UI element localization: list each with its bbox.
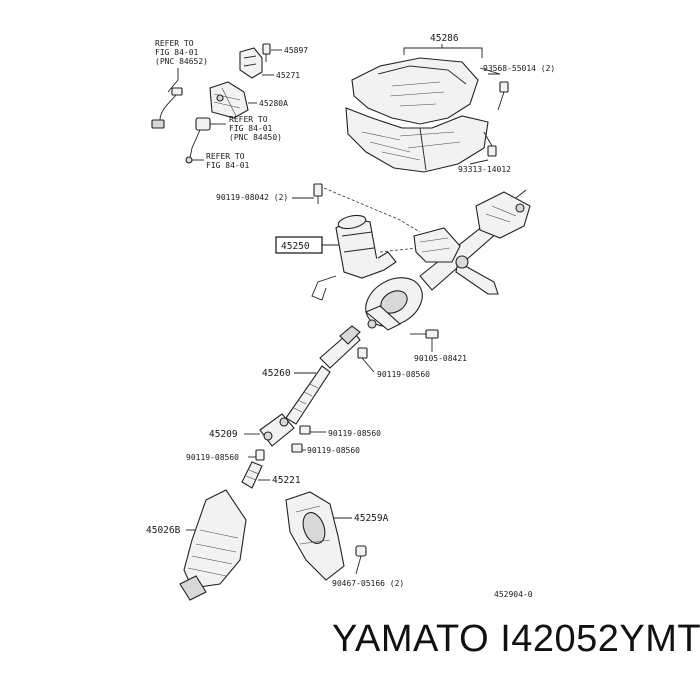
ref-note-2: REFER TO FIG 84-01 (PNC 84450)	[229, 115, 282, 142]
label-45897: 45897	[284, 46, 308, 55]
motor-45250: 45250	[275, 214, 397, 301]
guide-line	[323, 187, 421, 233]
bolt-90119-08042: 90119-08042 (2)	[216, 183, 323, 204]
ref-note-1: REFER TO FIG 84-01 (PNC 84652)	[155, 39, 208, 66]
boot-45026b: 45026B	[146, 489, 247, 601]
label-45259a: 45259A	[354, 513, 389, 524]
brand-part-caption: YAMATO I42052YMT	[332, 618, 700, 660]
spline-45221: 45221	[241, 461, 301, 489]
screw-93313: 93313-14012	[458, 131, 511, 174]
bolt-90105: 90105-08421	[410, 329, 467, 363]
ref-note-1-line-1: REFER TO	[155, 39, 194, 48]
clip-90467: 90467-05166 (2)	[332, 545, 404, 588]
label-90467: 90467-05166 (2)	[332, 579, 404, 588]
ref-note-3-line-2: FIG 84-01	[206, 161, 250, 170]
leader-line	[167, 68, 179, 93]
label-90119-08042: 90119-08042 (2)	[216, 193, 288, 202]
ref-note-3: REFER TO FIG 84-01	[206, 152, 250, 170]
label-93313: 93313-14012	[458, 165, 511, 174]
bolt-90119-08560-b: 90119-08560	[299, 425, 381, 438]
label-90119-08560-d: 90119-08560	[186, 453, 239, 462]
label-45260: 45260	[262, 368, 291, 379]
label-45209: 45209	[209, 429, 238, 440]
label-93568: 93568-55014 (2)	[483, 64, 555, 73]
bolt-90119-08560-d: 90119-08560	[186, 449, 265, 462]
clamp-45271: 45271	[239, 47, 300, 80]
label-45271: 45271	[276, 71, 300, 80]
ref-note-1-line-2: FIG 84-01	[155, 48, 199, 57]
bracket-45280a: 45280A	[209, 81, 288, 119]
bolt-90119-08560-c: 90119-08560	[291, 443, 360, 455]
intermediate-shaft-45260: 45260	[262, 325, 361, 425]
ref-note-3-line-1: REFER TO	[206, 152, 245, 161]
label-90119-08560-a: 90119-08560	[377, 370, 430, 379]
column-cover-45286: 45286	[345, 33, 489, 173]
label-45026b: 45026B	[146, 525, 181, 536]
connector-3	[185, 129, 204, 164]
bolt-90119-08560-a: 90119-08560	[357, 347, 430, 379]
label-45221: 45221	[272, 475, 301, 486]
steering-column	[364, 189, 531, 331]
illustration-code: 452904-0	[494, 590, 533, 599]
label-45250: 45250	[281, 241, 310, 252]
ref-note-2-line-2: FIG 84-01	[229, 124, 273, 133]
label-90119-08560-b: 90119-08560	[328, 429, 381, 438]
connector-2	[195, 117, 226, 131]
ref-note-2-line-1: REFER TO	[229, 115, 268, 124]
ref-note-2-line-3: (PNC 84450)	[229, 133, 282, 142]
label-45280a: 45280A	[259, 99, 288, 108]
universal-joint-45209: 45209	[209, 413, 295, 447]
ref-note-1-line-3: (PNC 84652)	[155, 57, 208, 66]
label-45286: 45286	[430, 33, 459, 44]
cover-45259a: 45259A	[285, 491, 389, 581]
label-90105: 90105-08421	[414, 354, 467, 363]
bolt-45897: 45897	[262, 43, 308, 62]
label-90119-08560-c: 90119-08560	[307, 446, 360, 455]
connector-clip	[151, 87, 183, 129]
screw-93568: 93568-55014 (2)	[479, 64, 555, 111]
